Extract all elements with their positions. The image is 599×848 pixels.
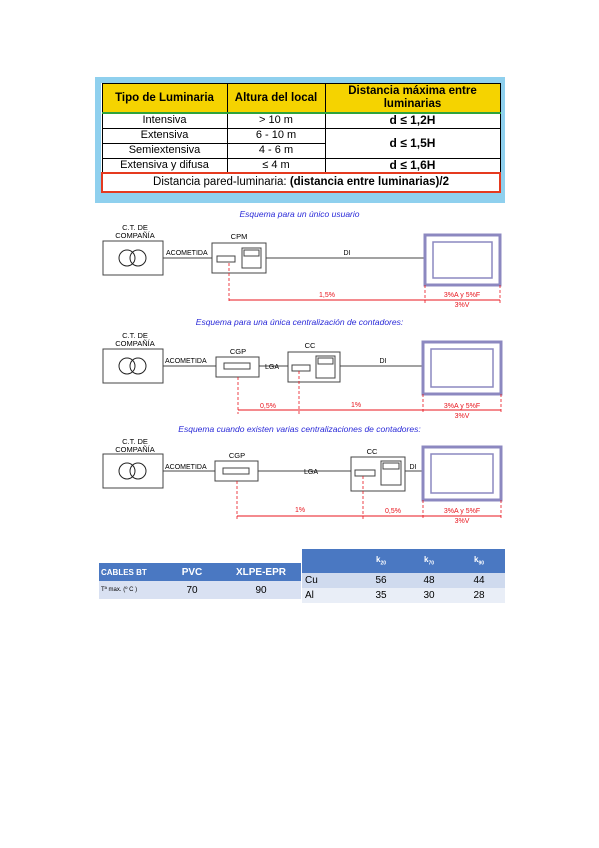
footer-prefix: Distancia pared-luminaria:: [153, 176, 290, 188]
ct-label: COMPAÑÍA: [115, 231, 154, 240]
ct-label: C.T. DE: [122, 331, 148, 340]
ct-label: COMPAÑÍA: [115, 339, 154, 348]
cc-fuse: [354, 469, 376, 477]
luminaria-table: Tipo de Luminaria Altura del local Dista…: [101, 83, 501, 193]
schema-2-title: Esquema para una única centralización de…: [195, 317, 404, 327]
cell-type: Semiextensiva: [101, 142, 228, 159]
schema-2-diagram: C.T. DE COMPAÑÍA ACOMETIDA CGP LGA CC DI…: [102, 331, 503, 420]
load-box-inner: [430, 453, 494, 494]
pct-label: 1,5%: [319, 292, 335, 299]
pct-label: 1%: [295, 507, 305, 514]
pct-end-label: 3%V: [455, 413, 470, 420]
pct-label: 0,5%: [260, 403, 276, 410]
table-row: Al 35 30 28: [302, 588, 505, 603]
cell-type: Extensiva y difusa: [101, 157, 228, 174]
di-label: DI: [344, 250, 351, 257]
k-cell: 56: [357, 573, 405, 588]
cell-type: Extensiva: [101, 127, 228, 144]
acometida-label: ACOMETIDA: [165, 358, 207, 365]
cgp-label: CGP: [229, 451, 245, 460]
pct-end-label: 3%A y 5%F: [444, 508, 480, 515]
pct-label: 1%: [351, 402, 361, 409]
schema-3-title: Esquema cuando existen varias centraliza…: [178, 424, 421, 434]
cables-table: CABLES BT PVC XLPE-EPR Tª max. (º C ) 70…: [99, 563, 301, 599]
lga-label: LGA: [265, 364, 279, 371]
cc-meter-display: [317, 357, 334, 365]
cables-header-label: CABLES BT: [99, 563, 163, 581]
lga-label: LGA: [304, 469, 318, 476]
transformer-icon: [118, 462, 147, 480]
cgp-fuse: [223, 362, 251, 370]
footer-bold: (distancia entre luminarias)/2: [289, 176, 449, 188]
cell-distance: d ≤ 1,6H: [324, 157, 501, 174]
dimension-guides: [237, 371, 502, 414]
pct-end-label: 3%A y 5%F: [444, 292, 480, 299]
cc-meter-display: [382, 462, 400, 470]
cc-label: CC: [305, 341, 316, 350]
k-header-20: k20: [357, 549, 405, 573]
load-box-inner: [432, 241, 493, 279]
k-cell-material: Cu: [302, 573, 357, 588]
k-cell: 35: [357, 588, 405, 603]
cell-height: > 10 m: [226, 112, 326, 129]
di-label: DI: [380, 358, 387, 365]
luminaria-table-frame: Tipo de Luminaria Altura del local Dista…: [95, 77, 505, 203]
cgp-label: CGP: [230, 347, 246, 356]
pct-label: 0,5%: [385, 508, 401, 515]
cpm-fuse: [216, 255, 236, 263]
acometida-label: ACOMETIDA: [166, 250, 208, 257]
cell-height: 4 - 6 m: [226, 142, 326, 159]
schema-1-diagram: C.T. DE COMPAÑÍA ACOMETIDA CPM DI 1,5% 3…: [102, 223, 502, 309]
pct-end-label: 3%V: [455, 518, 470, 525]
cell-height: ≤ 4 m: [226, 157, 326, 174]
ct-box: [102, 240, 164, 276]
k-cell: 30: [405, 588, 453, 603]
di-label: DI: [410, 464, 417, 471]
k-header-90: k90: [453, 549, 505, 573]
k-header-empty: [302, 549, 357, 573]
table-row: Cu 56 48 44: [302, 573, 505, 588]
ct-label: C.T. DE: [122, 223, 148, 232]
ct-box: [102, 453, 164, 489]
cables-header-pvc: PVC: [163, 563, 221, 581]
cables-row-label: Tª max. (º C ): [99, 581, 163, 599]
cc-fuse: [291, 364, 311, 372]
cpm-meter-display: [243, 249, 260, 257]
k-cell: 28: [453, 588, 505, 603]
schema-3-diagram: C.T. DE COMPAÑÍA ACOMETIDA CGP LGA CC DI…: [102, 437, 503, 525]
transformer-icon: [118, 249, 147, 267]
load-box-inner: [430, 348, 494, 388]
cell-distance: d ≤ 1,2H: [324, 112, 501, 129]
cc-label: CC: [367, 447, 378, 456]
header-altura: Altura del local: [226, 83, 326, 114]
k-cell: 48: [405, 573, 453, 588]
k-header-70: k70: [405, 549, 453, 573]
dimension-guides: [236, 476, 502, 520]
cell-height: 6 - 10 m: [226, 127, 326, 144]
acometida-label: ACOMETIDA: [165, 464, 207, 471]
cables-row-xlpe: 90: [221, 581, 301, 599]
header-tipo: Tipo de Luminaria: [101, 83, 228, 114]
footer-row: Distancia pared-luminaria: (distancia en…: [101, 172, 501, 193]
header-distancia: Distancia máxima entre luminarias: [324, 83, 501, 114]
transformer-icon: [118, 357, 147, 375]
ct-label: COMPAÑÍA: [115, 445, 154, 454]
k-cell-material: Al: [302, 588, 357, 603]
cables-header-xlpe: XLPE-EPR: [221, 563, 301, 581]
pct-end-label: 3%A y 5%F: [444, 403, 480, 410]
cpm-label: CPM: [231, 232, 248, 241]
pct-end-label: 3%V: [455, 302, 470, 309]
k-table: k20 k70 k90 Cu 56 48 44 Al 35 30 28: [302, 549, 505, 603]
schema-1-title: Esquema para un único usuario: [239, 209, 360, 219]
ct-label: C.T. DE: [122, 437, 148, 446]
ct-box: [102, 348, 164, 384]
cgp-fuse: [222, 467, 250, 475]
cables-row-pvc: 70: [163, 581, 221, 599]
cell-type: Intensiva: [101, 112, 228, 129]
k-cell: 44: [453, 573, 505, 588]
cell-distance: d ≤ 1,5H: [324, 127, 501, 159]
